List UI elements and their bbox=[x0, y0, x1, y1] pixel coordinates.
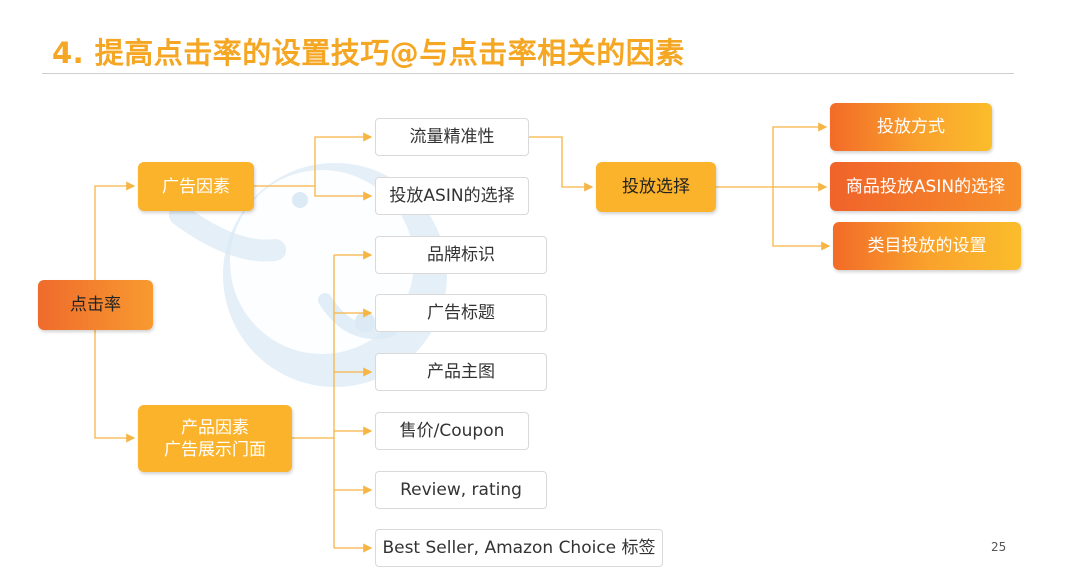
node-main-image: 产品主图 bbox=[375, 353, 547, 391]
node-traffic-accuracy: 流量精准性 bbox=[375, 118, 529, 156]
node-root-ctr-label: 点击率 bbox=[70, 295, 121, 315]
node-root-ctr: 点击率 bbox=[38, 280, 153, 330]
node-product-factors: 产品因素 广告展示门面 bbox=[138, 405, 292, 472]
node-badges: Best Seller, Amazon Choice 标签 bbox=[375, 529, 663, 567]
title-divider bbox=[42, 73, 1014, 74]
slide-title: 4. 提高点击率的设置技巧@与点击率相关的因素 bbox=[52, 36, 685, 70]
node-product-asin-selection: 商品投放ASIN的选择 bbox=[830, 162, 1021, 211]
node-ad-factors: 广告因素 bbox=[138, 162, 254, 211]
node-main-image-label: 产品主图 bbox=[427, 362, 495, 382]
node-product-factors-line1: 产品因素 bbox=[181, 417, 249, 438]
node-category-targeting-label: 类目投放的设置 bbox=[867, 236, 987, 256]
node-brand-logo-label: 品牌标识 bbox=[427, 245, 495, 265]
node-product-asin-selection-label: 商品投放ASIN的选择 bbox=[845, 176, 1006, 197]
node-review-rating-label: Review, rating bbox=[400, 480, 522, 500]
node-product-factors-line2: 广告展示门面 bbox=[164, 439, 266, 460]
node-ad-title-label: 广告标题 bbox=[427, 303, 495, 323]
node-ad-factors-label: 广告因素 bbox=[162, 176, 230, 197]
node-badges-label: Best Seller, Amazon Choice 标签 bbox=[382, 538, 656, 558]
node-targeting-choice: 投放选择 bbox=[596, 162, 716, 212]
node-price-coupon: 售价/Coupon bbox=[375, 412, 529, 450]
node-price-coupon-label: 售价/Coupon bbox=[399, 421, 505, 441]
node-targeting-choice-label: 投放选择 bbox=[622, 177, 690, 197]
node-brand-logo: 品牌标识 bbox=[375, 236, 547, 274]
node-targeting-methods-label: 投放方式 bbox=[877, 117, 945, 137]
node-category-targeting: 类目投放的设置 bbox=[833, 222, 1021, 270]
node-targeting-methods: 投放方式 bbox=[830, 103, 992, 151]
node-asin-selection: 投放ASIN的选择 bbox=[375, 177, 529, 215]
node-review-rating: Review, rating bbox=[375, 471, 547, 509]
node-traffic-accuracy-label: 流量精准性 bbox=[409, 127, 495, 147]
node-ad-title: 广告标题 bbox=[375, 294, 547, 332]
page-number: 25 bbox=[991, 540, 1007, 554]
node-asin-selection-label: 投放ASIN的选择 bbox=[389, 186, 515, 206]
